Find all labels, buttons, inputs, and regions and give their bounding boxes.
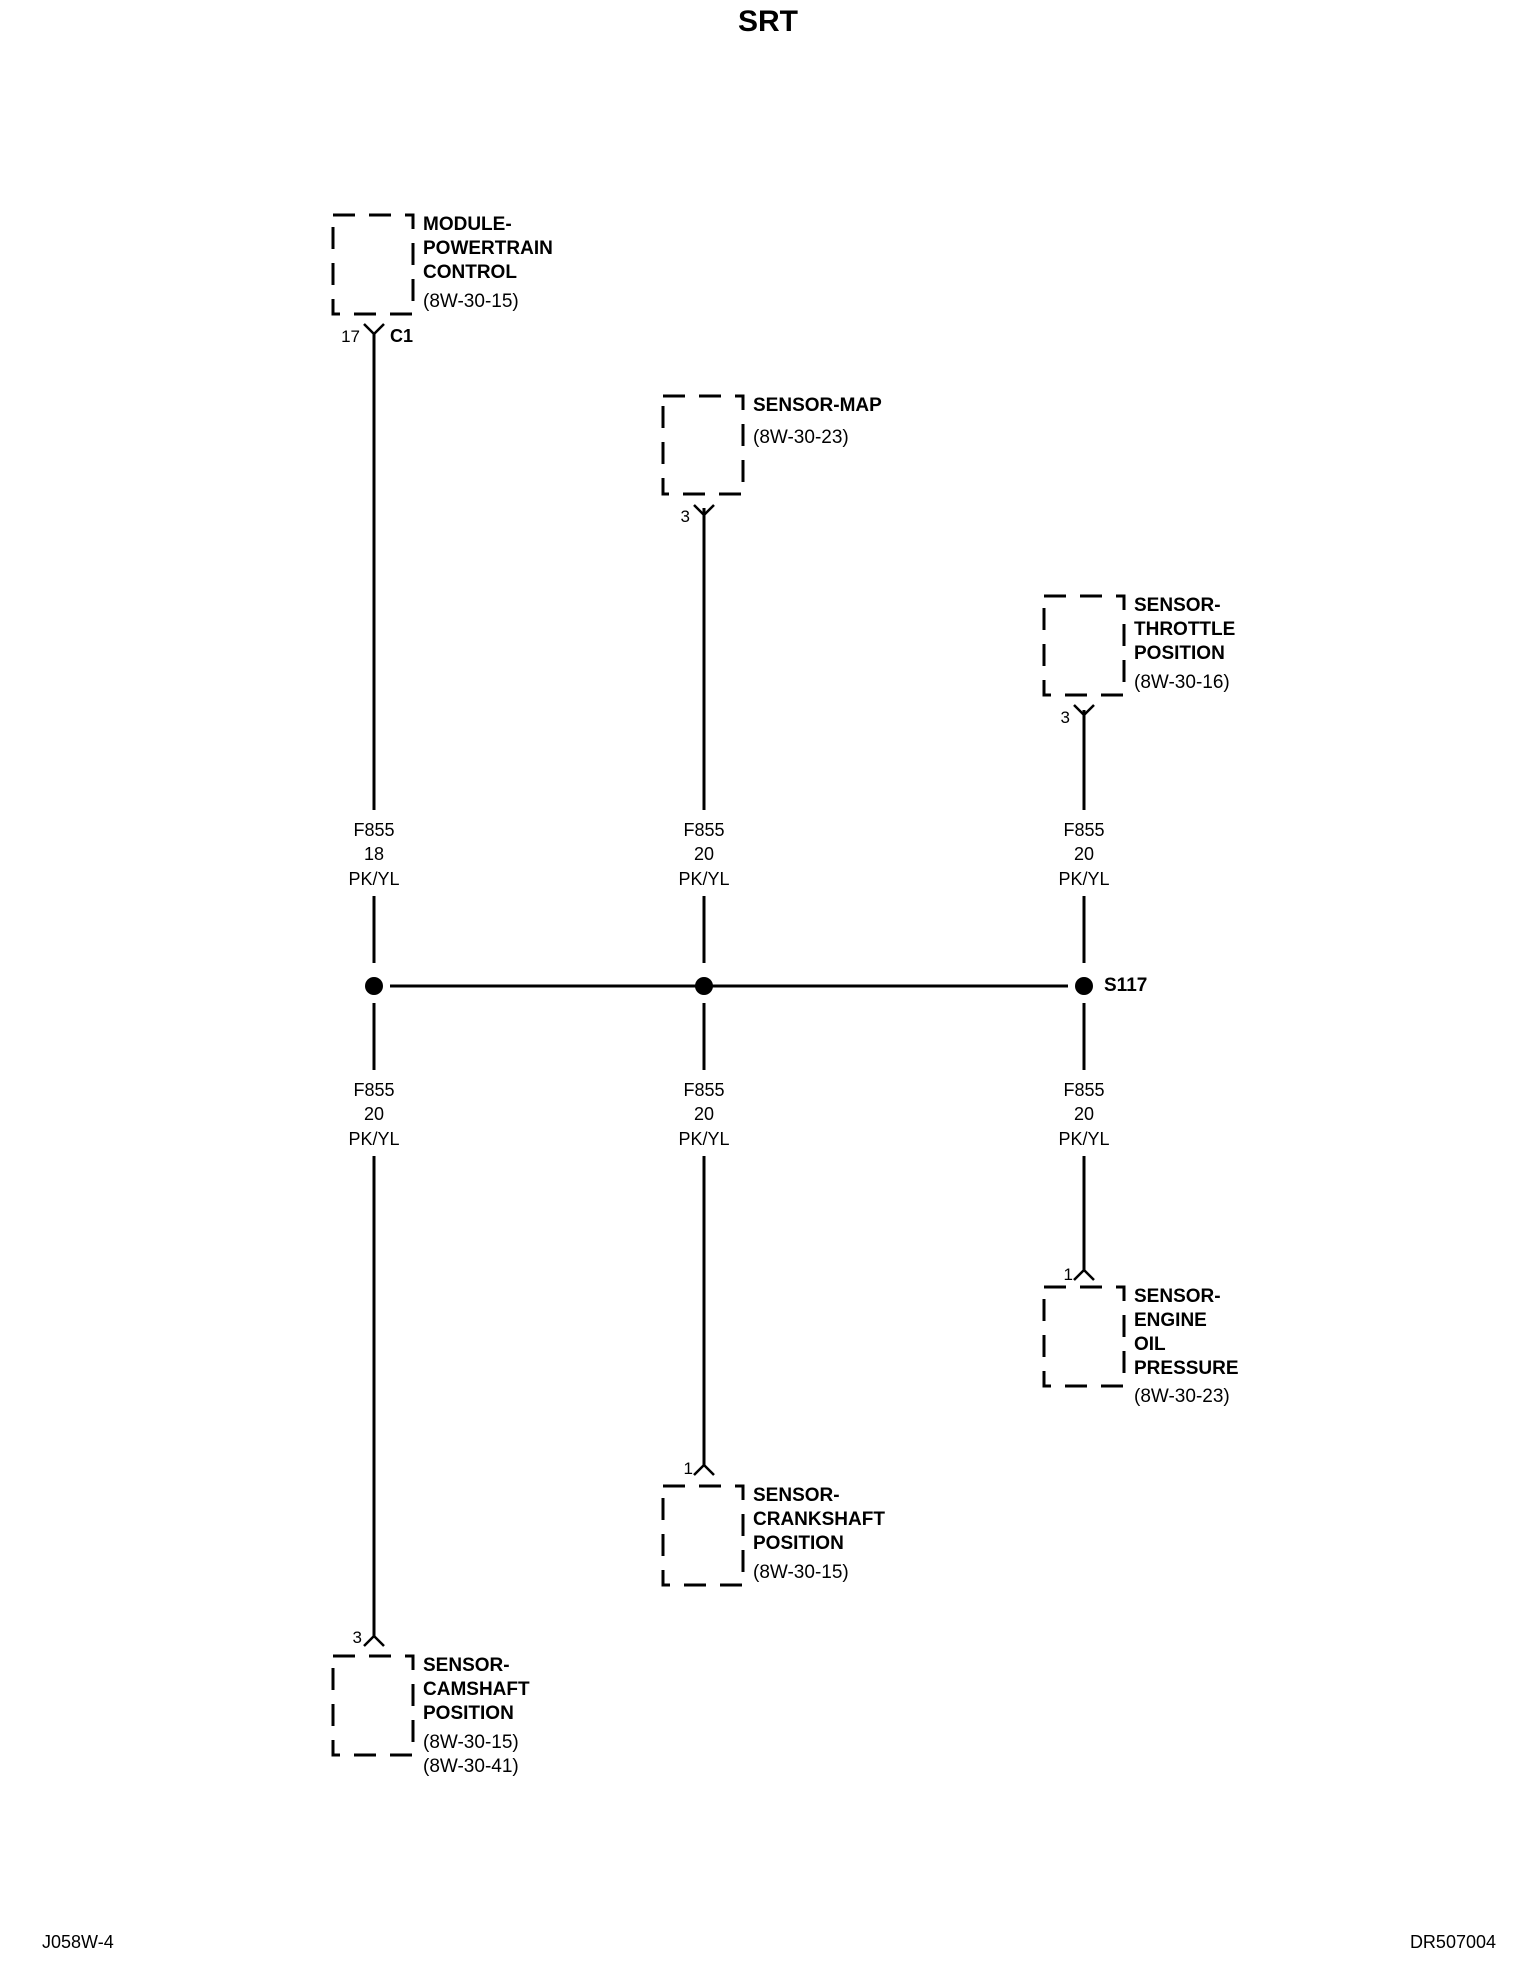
component-label-line: POWERTRAIN [423, 238, 553, 259]
splice-node-right [1075, 977, 1093, 995]
wire-circuit: F855 [1063, 1080, 1104, 1100]
component-ref: (8W-30-41) [423, 1756, 519, 1777]
wire-label-map: F855 20 PK/YL [678, 820, 729, 889]
component-ref: (8W-30-15) [753, 1562, 849, 1583]
component-box [331, 1654, 415, 1757]
component-ref: (8W-30-23) [753, 427, 849, 448]
component-ref: (8W-30-15) [423, 291, 519, 312]
wire-color: PK/YL [678, 1129, 729, 1149]
diagram-title: SRT [738, 5, 798, 38]
wire-color: PK/YL [678, 869, 729, 889]
pin-number: 1 [1064, 1265, 1073, 1284]
component-label-line: ENGINE [1134, 1310, 1207, 1331]
wires [372, 333, 1086, 1638]
wire-color: PK/YL [1058, 1129, 1109, 1149]
male-connector-icon [363, 1634, 385, 1647]
component-label-line: OIL [1134, 1334, 1166, 1355]
component-label-line: PRESSURE [1134, 1358, 1239, 1379]
wire-gauge: 20 [694, 1104, 714, 1124]
component-label-line: CONTROL [423, 262, 517, 283]
component-box [1042, 1285, 1126, 1388]
wire-label-eop: F855 20 PK/YL [1058, 1080, 1109, 1149]
wire-color: PK/YL [348, 1129, 399, 1149]
wire-circuit: F855 [683, 1080, 724, 1100]
female-connector-icon [1073, 704, 1095, 717]
pin-number: 1 [684, 1459, 693, 1478]
wire-circuit: F855 [353, 820, 394, 840]
wire-label-pcm: F855 18 PK/YL [348, 820, 399, 889]
male-connector-icon [693, 1463, 715, 1476]
wire-label-tps: F855 20 PK/YL [1058, 820, 1109, 889]
wire-label-cmp: F855 20 PK/YL [348, 1080, 399, 1149]
wire-gauge: 18 [364, 844, 384, 864]
component-map-sensor: SENSOR-MAP (8W-30-23) 3 [661, 394, 882, 526]
component-ref: (8W-30-23) [1134, 1386, 1230, 1407]
connector-id: C1 [390, 326, 413, 346]
wire-color: PK/YL [1058, 869, 1109, 889]
component-throttle-position-sensor: SENSOR- THROTTLE POSITION (8W-30-16) 3 [1042, 594, 1235, 727]
wire-gauge: 20 [694, 844, 714, 864]
component-ref: (8W-30-15) [423, 1732, 519, 1753]
splice-node-center [695, 977, 713, 995]
component-label-line: CRANKSHAFT [753, 1509, 885, 1530]
component-label-line: SENSOR-MAP [753, 395, 882, 416]
wire-gauge: 20 [364, 1104, 384, 1124]
male-connector-icon [1073, 1268, 1095, 1281]
pin-number: 17 [341, 327, 360, 346]
component-label-line: SENSOR- [1134, 1286, 1221, 1307]
component-ref: (8W-30-16) [1134, 672, 1230, 693]
wire-gauge: 20 [1074, 844, 1094, 864]
component-crankshaft-position-sensor: 1 SENSOR- CRANKSHAFT POSITION (8W-30-15) [661, 1459, 885, 1587]
wire-gauge: 20 [1074, 1104, 1094, 1124]
component-label-line: POSITION [753, 1533, 844, 1554]
component-box [661, 1484, 745, 1587]
component-label-line: SENSOR- [1134, 595, 1221, 616]
wire-circuit: F855 [1063, 820, 1104, 840]
component-label-line: POSITION [423, 1703, 514, 1724]
component-label-line: CAMSHAFT [423, 1679, 530, 1700]
female-connector-icon [363, 323, 385, 336]
splice-node-left [365, 977, 383, 995]
pin-number: 3 [1061, 708, 1070, 727]
splice-label: S117 [1104, 975, 1147, 996]
component-powertrain-control-module: MODULE- POWERTRAIN CONTROL (8W-30-15) 17… [331, 213, 553, 346]
footer-right-code: DR507004 [1410, 1932, 1496, 1952]
wire-label-ckp: F855 20 PK/YL [678, 1080, 729, 1149]
component-camshaft-position-sensor: 3 SENSOR- CAMSHAFT POSITION (8W-30-15) (… [331, 1628, 530, 1777]
wire-circuit: F855 [353, 1080, 394, 1100]
component-label-line: SENSOR- [753, 1485, 840, 1506]
wire-color: PK/YL [348, 869, 399, 889]
component-label-line: SENSOR- [423, 1655, 510, 1676]
component-label-line: POSITION [1134, 643, 1225, 664]
component-label-line: THROTTLE [1134, 619, 1235, 640]
component-label-line: MODULE- [423, 214, 512, 235]
component-engine-oil-pressure-sensor: 1 SENSOR- ENGINE OIL PRESSURE (8W-30-23) [1042, 1265, 1239, 1407]
wire-circuit: F855 [683, 820, 724, 840]
female-connector-icon [693, 504, 715, 517]
pin-number: 3 [353, 1628, 362, 1647]
component-box [1042, 594, 1126, 697]
component-box [661, 394, 745, 496]
footer-left-code: J058W-4 [42, 1932, 114, 1952]
component-box [331, 213, 415, 316]
pin-number: 3 [681, 507, 690, 526]
